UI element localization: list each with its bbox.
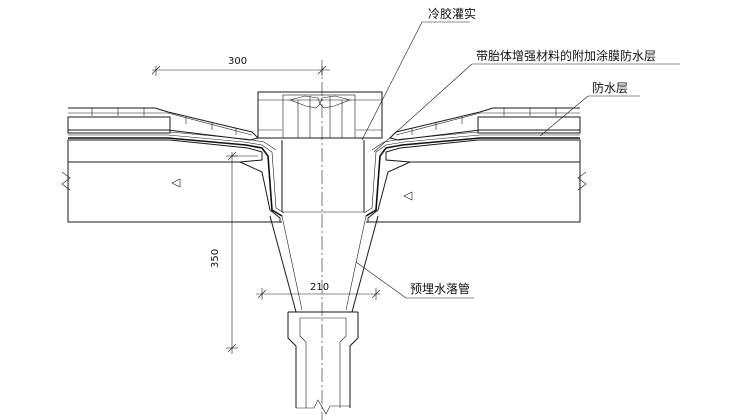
label-reinforced-membrane: 带胎体增强材料的附加涂膜防水层 [476,48,656,63]
dimension-300-text: 300 [228,56,247,67]
drain-grate [257,91,383,139]
leader-reinforced-membrane: 带胎体增强材料的附加涂膜防水层 [373,48,680,153]
label-waterproof-layer: 防水层 [592,80,628,95]
break-mark-left [61,171,71,191]
leader-embedded-downpipe: 预埋水落管 [355,261,474,299]
lower-pipe [287,311,359,415]
dimension-width-top: 300 [151,56,330,76]
embedded-downpipe [269,215,379,313]
screed-right [385,139,581,163]
screed-left [67,139,263,163]
membrane-left [68,131,285,217]
insulation-right [477,116,581,134]
insulation-left [67,116,171,134]
label-cold-glue-fill: 冷胶灌实 [428,6,476,21]
dimension-pipe-width: 210 [256,282,381,300]
dimension-350-text: 350 [210,249,221,268]
slab-marker-left [171,178,181,188]
membrane-right [363,131,580,217]
label-embedded-downpipe: 预埋水落管 [410,281,470,296]
dimension-height-side: 350 [210,151,258,354]
slab-marker-right [403,191,413,201]
tiles-left [68,107,259,141]
concrete-slab-left [67,161,281,223]
dimension-210-text: 210 [310,282,329,293]
leader-cold-glue: 冷胶灌实 [361,6,476,141]
drain-body [281,140,365,213]
concrete-slab-right [367,161,581,223]
leader-waterproof-layer: 防水层 [539,80,640,137]
break-mark-right [577,171,587,191]
